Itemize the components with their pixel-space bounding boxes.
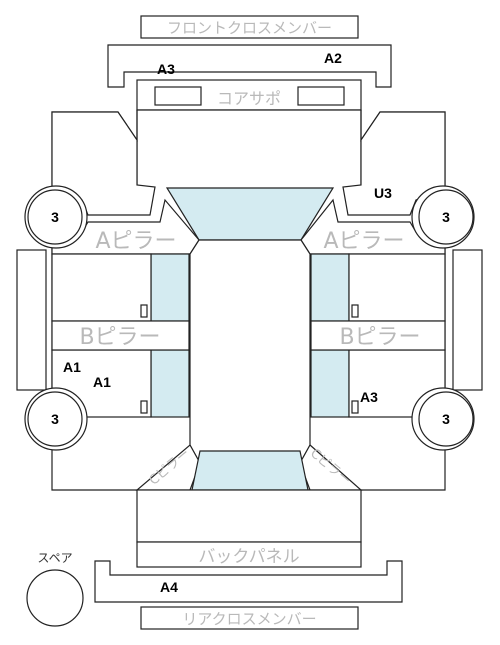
front-bumper-bracket[interactable] [107, 44, 392, 88]
back-panel-label: バックパネル [198, 547, 299, 567]
trunk[interactable] [136, 489, 362, 543]
left-a-pillar-label: Aピラー [95, 229, 176, 254]
mark-a4: A4 [160, 579, 178, 595]
left-rear-window[interactable] [150, 349, 190, 418]
rear-cross-member[interactable]: リアクロスメンバー [140, 606, 359, 630]
front-cross-member-label: フロントクロスメンバー [167, 19, 332, 37]
right-rear-door-handle [351, 400, 359, 414]
rear-window[interactable] [191, 450, 309, 491]
rear-left-wheel-mark: 3 [51, 411, 59, 427]
left-front-door[interactable] [51, 253, 152, 322]
left-front-door-handle [140, 304, 148, 318]
core-support[interactable]: コアサポ [136, 79, 362, 111]
front-left-wheel-mark: 3 [51, 209, 59, 225]
back-panel[interactable]: バックパネル [136, 541, 362, 568]
right-a-pillar-label: Aピラー [323, 229, 404, 254]
rear-right-wheel-mark: 3 [442, 411, 450, 427]
spare-tire[interactable]: スペア [26, 551, 84, 627]
left-front-window[interactable] [150, 253, 190, 322]
left-b-pillar[interactable]: Bピラー [51, 320, 190, 351]
right-b-pillar[interactable]: Bピラー [310, 320, 446, 351]
front-right-wheel[interactable]: 3 [411, 185, 475, 249]
right-front-door[interactable] [348, 253, 446, 322]
core-support-label: コアサポ [217, 89, 281, 108]
left-rocker-panel[interactable] [16, 249, 47, 391]
rear-cross-member-label: リアクロスメンバー [182, 610, 316, 628]
left-a-pillar[interactable]: Aピラー [51, 198, 200, 255]
left-rear-door-handle [140, 400, 148, 414]
front-left-wheel[interactable]: 3 [24, 185, 88, 249]
mark-a1-outer: A1 [63, 359, 81, 375]
right-rear-window[interactable] [310, 349, 350, 418]
right-front-window[interactable] [310, 253, 350, 322]
right-front-door-handle [351, 304, 359, 318]
mark-a1-inner: A1 [93, 374, 111, 390]
rear-bumper-bracket[interactable] [94, 560, 403, 603]
rear-right-wheel[interactable]: 3 [411, 387, 475, 451]
mark-a3-front: A3 [157, 61, 175, 77]
rear-left-wheel[interactable]: 3 [24, 387, 88, 451]
front-right-wheel-mark: 3 [442, 209, 450, 225]
front-cross-member[interactable]: フロントクロスメンバー [140, 15, 359, 39]
left-b-pillar-label: Bピラー [79, 325, 160, 350]
roof[interactable] [189, 239, 311, 464]
mark-u3: U3 [374, 185, 392, 201]
right-b-pillar-label: Bピラー [339, 325, 420, 350]
right-rocker-panel[interactable] [452, 249, 483, 391]
spare-label: スペア [37, 551, 72, 565]
mark-a3-rear: A3 [360, 389, 378, 405]
mark-a2: A2 [324, 50, 342, 66]
